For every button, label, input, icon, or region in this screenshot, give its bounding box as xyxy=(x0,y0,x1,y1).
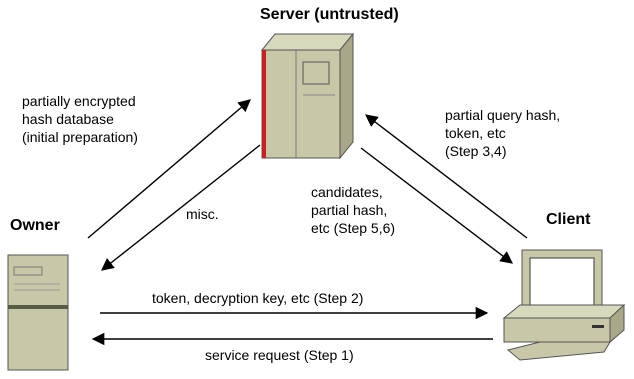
client-title: Client xyxy=(546,211,591,228)
server-stripe xyxy=(262,50,266,158)
client-icon xyxy=(502,249,626,361)
label-client-to-owner: service request (Step 1) xyxy=(205,347,354,363)
client-screen xyxy=(529,257,595,307)
server-title: Server (untrusted) xyxy=(260,6,399,23)
label-client-to-server: partial query hash, token, etc (Step 3,4… xyxy=(445,107,561,159)
label-server-to-client: candidates, partial hash, etc (Step 5,6) xyxy=(311,184,396,236)
owner-icon xyxy=(7,254,69,371)
server-icon xyxy=(260,32,355,160)
arrow-owner-to-server xyxy=(87,99,251,239)
owner-title: Owner xyxy=(10,217,60,234)
label-server-to-owner: misc. xyxy=(186,206,219,222)
label-owner-to-client: token, decryption key, etc (Step 2) xyxy=(152,290,364,306)
arrow-server-to-owner xyxy=(101,144,261,271)
label-owner-to-server: partially encrypted hash database (initi… xyxy=(22,93,138,145)
arrow-client-to-server xyxy=(364,114,528,239)
arrow-server-to-client xyxy=(360,147,514,264)
